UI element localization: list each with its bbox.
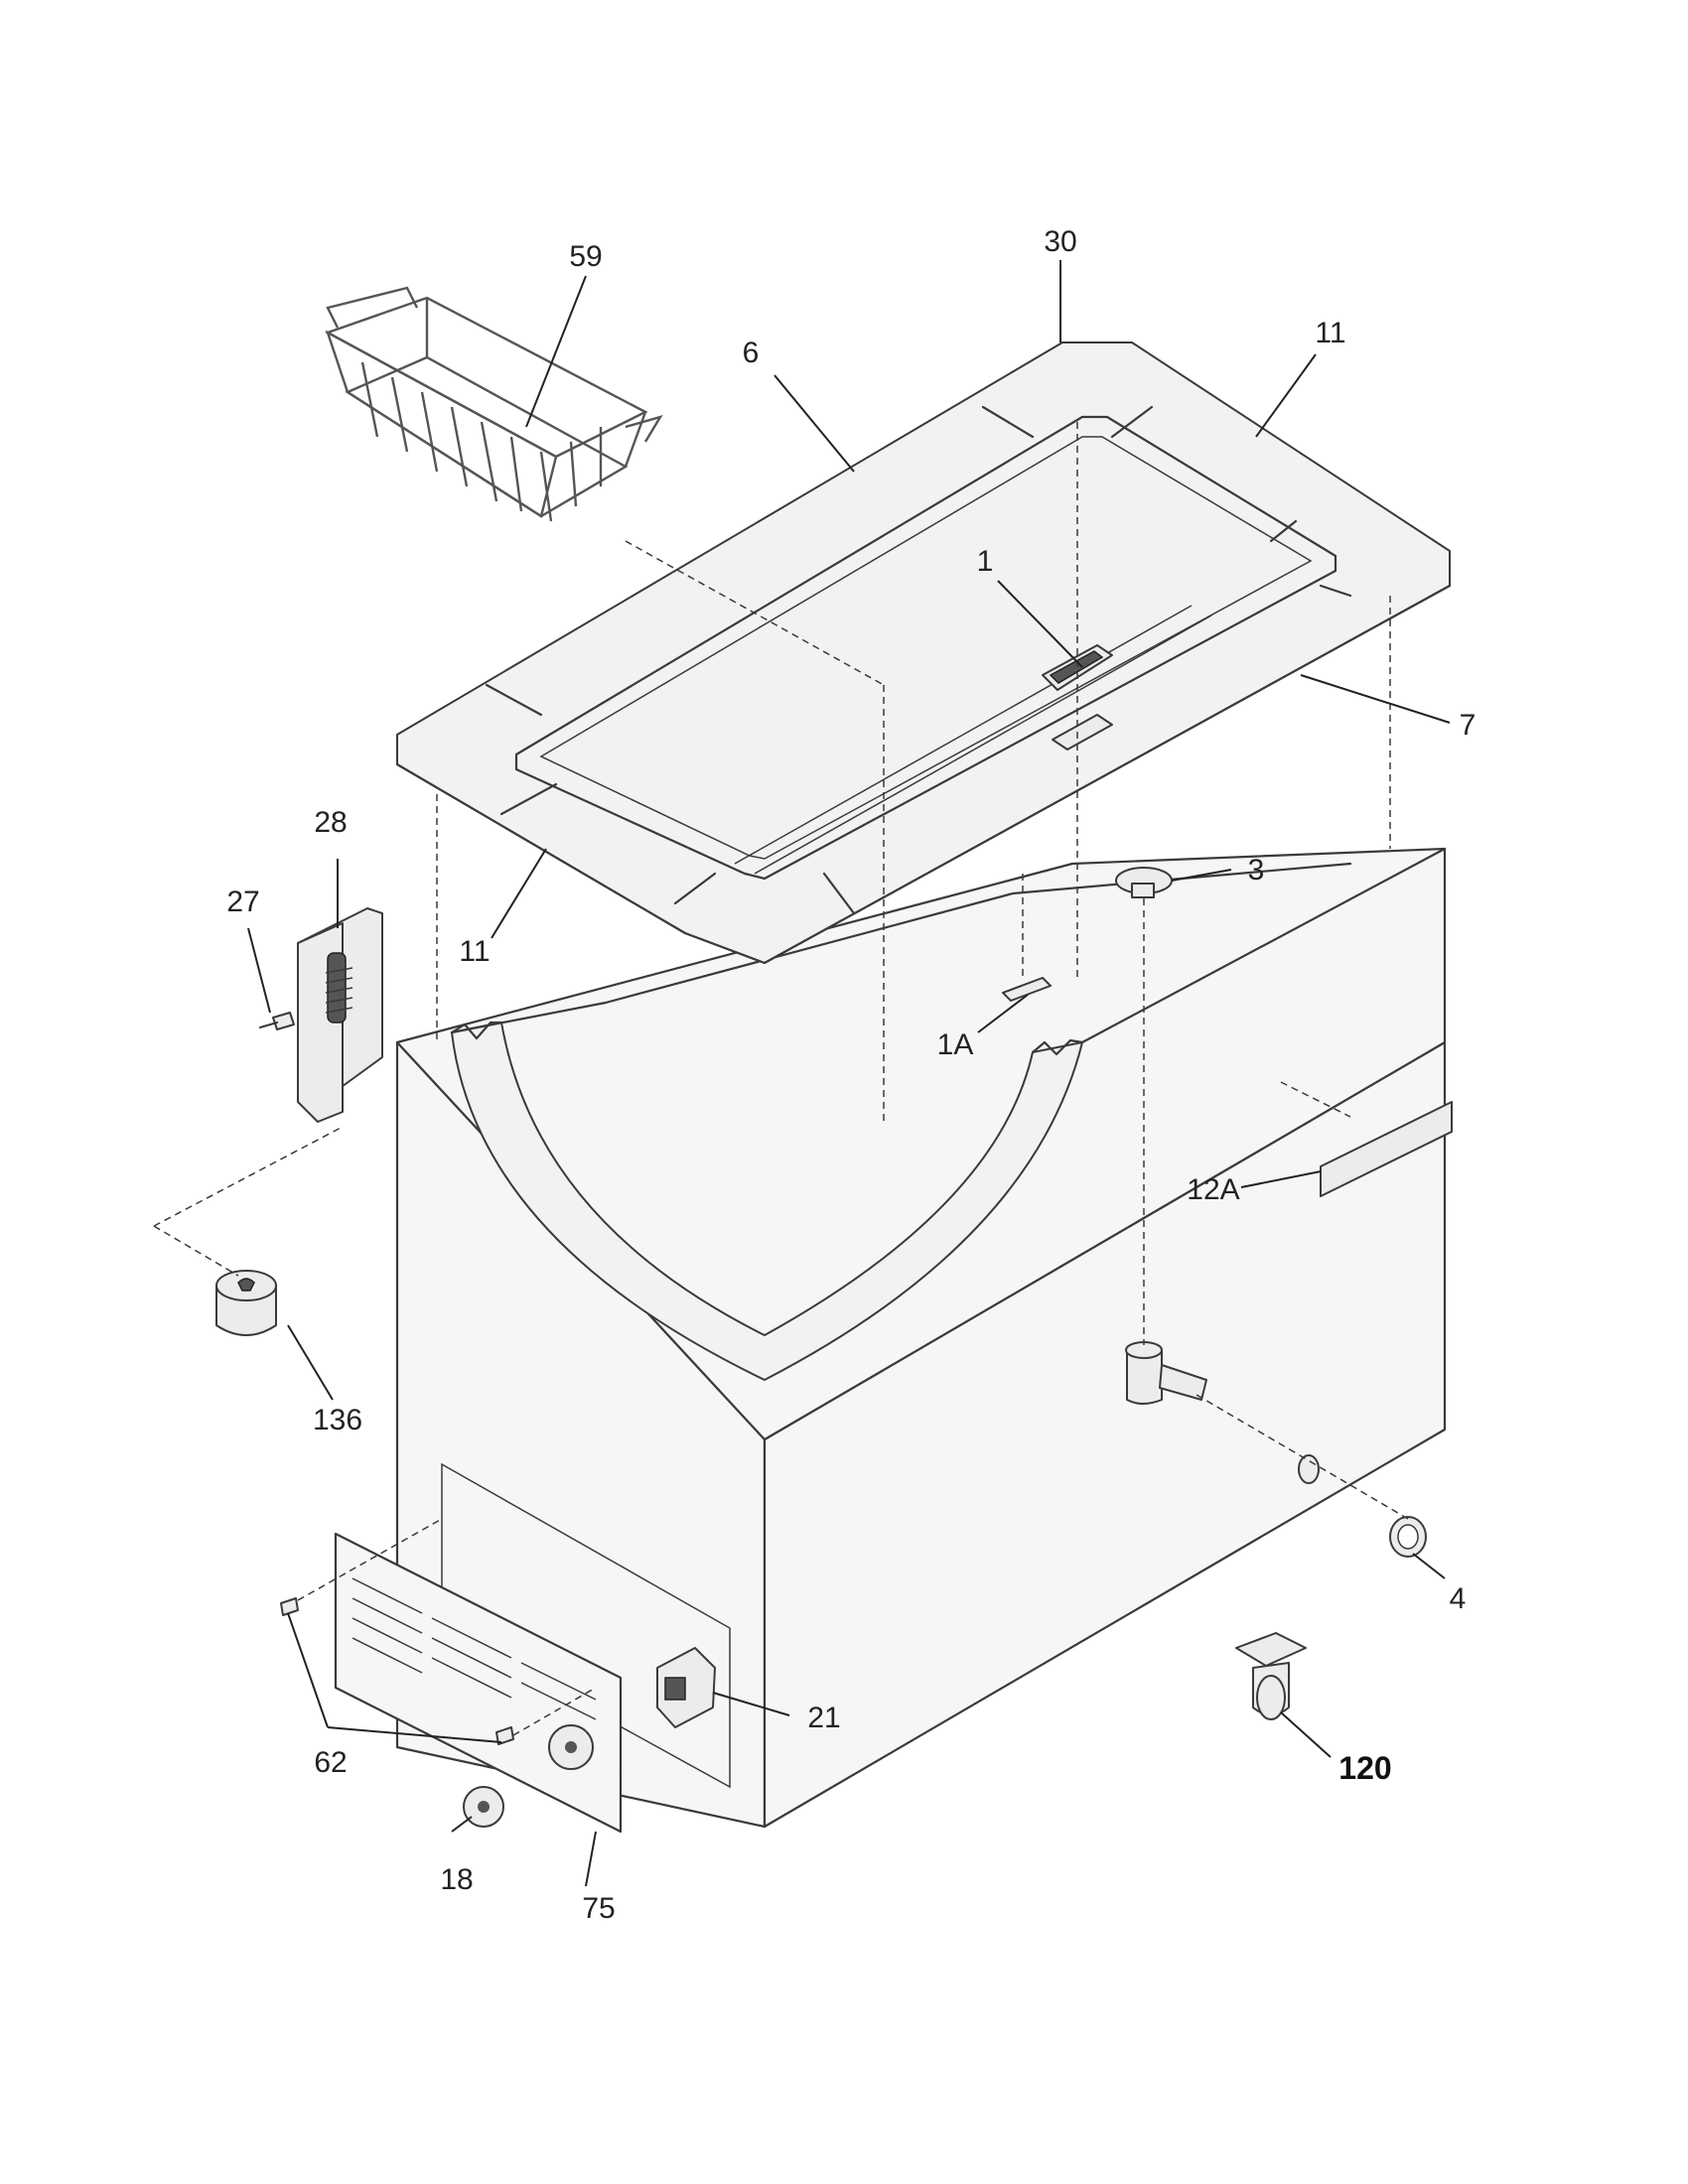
callout-75: 75	[582, 1892, 615, 1925]
callout-3: 3	[1248, 854, 1265, 887]
grille-assembly	[280, 1462, 731, 1834]
callout-136: 136	[313, 1404, 362, 1436]
caster-wheel	[1235, 1632, 1307, 1720]
control-switch	[656, 1647, 716, 1728]
callout-1A: 1A	[937, 1028, 974, 1061]
callout-labels: 59 30 6 11 1 7 28 27 11 3 1A 12A 136 4 2…	[226, 225, 1476, 1925]
callout-11-left: 11	[459, 935, 490, 968]
hinge-cover	[215, 1270, 277, 1336]
callout-6: 6	[743, 337, 760, 369]
callout-27: 27	[226, 886, 259, 918]
rating-label	[1320, 1101, 1453, 1197]
callout-4: 4	[1450, 1582, 1467, 1615]
callout-28: 28	[314, 806, 347, 839]
callout-11-top: 11	[1315, 317, 1345, 349]
callout-1: 1	[977, 545, 994, 578]
clip-1a	[1002, 977, 1052, 1002]
callout-18: 18	[440, 1863, 473, 1896]
leader-lines	[247, 260, 1451, 1887]
callout-120: 120	[1338, 1750, 1391, 1786]
callout-21: 21	[807, 1702, 840, 1734]
callout-62: 62	[314, 1746, 347, 1779]
drain-parts	[1115, 867, 1427, 1558]
assembly-lines	[153, 422, 1409, 1736]
callout-7: 7	[1460, 709, 1477, 742]
hinge-assembly	[258, 907, 383, 1123]
lid-gasket-frame	[395, 341, 1452, 965]
callout-59: 59	[569, 240, 602, 273]
wire-basket	[325, 286, 663, 522]
callout-12A: 12A	[1187, 1173, 1239, 1206]
callout-30: 30	[1044, 225, 1076, 258]
